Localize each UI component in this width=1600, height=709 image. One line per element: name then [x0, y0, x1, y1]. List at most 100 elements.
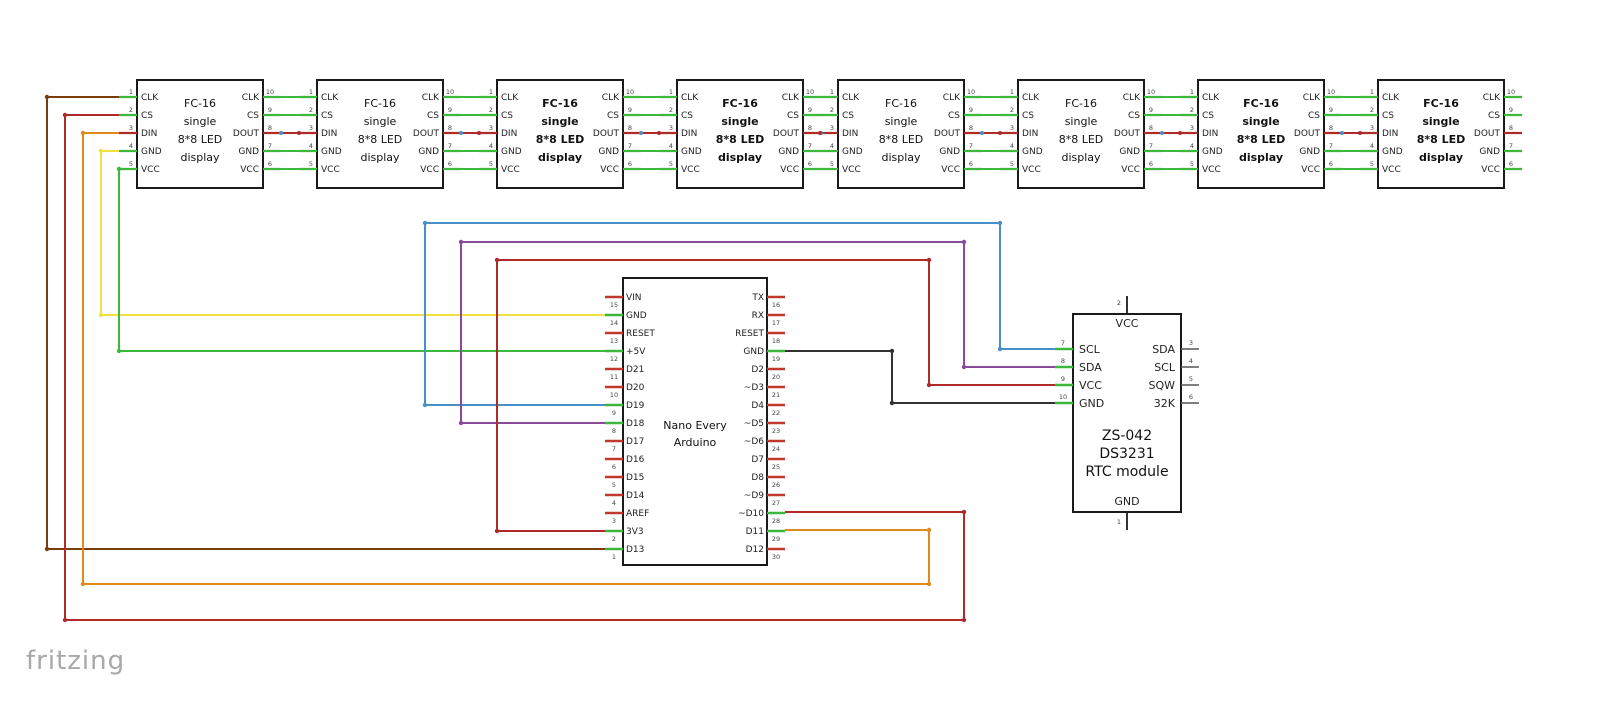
rtc-pin-number: 4 — [1189, 357, 1193, 365]
arduino-pin-label: D12 — [746, 545, 764, 555]
led-display-pin-label: DOUT — [413, 129, 440, 139]
din-marker-8 — [1358, 131, 1362, 135]
arduino-pin-number: 26 — [772, 481, 780, 489]
led-display-title-line: 8*8 LED — [879, 133, 924, 146]
arduino-pin-number: 14 — [610, 319, 618, 327]
led-display-pin-number: 4 — [129, 142, 133, 150]
led-display-pin-label: DIN — [1202, 129, 1218, 139]
led-display-pin-number: 10 — [806, 88, 814, 96]
wire-junction-4 — [98, 148, 104, 154]
wire-junction-9 — [961, 509, 967, 515]
led-display-pin-label: VCC — [501, 165, 520, 175]
led-display-title-line: display — [1419, 151, 1463, 164]
led-display-pin-label: GND — [842, 147, 863, 157]
led-display-pin-number: 4 — [489, 142, 493, 150]
led-display-body — [136, 79, 264, 189]
led-display-pin-label: VCC — [141, 165, 160, 175]
led-display-pin-label: CS — [501, 111, 513, 121]
wire-junction-3 — [80, 130, 86, 136]
led-display-title-line: single — [1242, 115, 1279, 128]
wire-cs-to-d10 — [64, 114, 965, 621]
led-display-pin-number: 6 — [808, 160, 812, 168]
led-display-pin-label: CS — [1382, 111, 1394, 121]
arduino-pin-label: RX — [752, 311, 764, 321]
dout-marker-7 — [1340, 131, 1344, 135]
led-display-pin-label: DOUT — [1474, 129, 1501, 139]
led-display-pin-label: CS — [141, 111, 153, 121]
led-display-pin-label: CLK — [782, 93, 800, 103]
arduino-pin-number: 2 — [612, 535, 616, 543]
led-display-pin-label: VCC — [1022, 165, 1041, 175]
led-display-pin-label: CS — [1128, 111, 1140, 121]
led-display-pin-label: GND — [1202, 147, 1223, 157]
led-display-pin-number: 7 — [969, 142, 973, 150]
arduino-pin-number: 6 — [612, 463, 616, 471]
led-display-pin-number: 6 — [448, 160, 452, 168]
arduino-pin-label: D8 — [751, 473, 764, 483]
led-display-pin-label: GND — [1022, 147, 1043, 157]
led-display-pin-number: 9 — [969, 106, 973, 114]
arduino-pin-number: 23 — [772, 427, 780, 435]
led-display-pin-label: GND — [778, 147, 799, 157]
led-display-pin-number: 7 — [448, 142, 452, 150]
led-display-pin-number: 9 — [1329, 106, 1333, 114]
led-display-pin-number: 1 — [309, 88, 313, 96]
led-display-title-line: FC-16 — [364, 97, 396, 110]
arduino-pin-label: GND — [626, 311, 647, 321]
arduino-body — [622, 277, 768, 566]
led-display-pin-number: 9 — [1149, 106, 1153, 114]
led-display-title-line: FC-16 — [1423, 97, 1459, 110]
arduino-pin-number: 22 — [772, 409, 780, 417]
led-display-pin-label: CLK — [141, 93, 159, 103]
led-display-pin-number: 6 — [969, 160, 973, 168]
led-display-pin-label: CS — [427, 111, 439, 121]
wire-junction-17 — [997, 220, 1003, 226]
led-display-pin-label: DOUT — [593, 129, 620, 139]
led-display-pin-label: CLK — [321, 93, 339, 103]
wire-junction-7 — [62, 617, 68, 623]
led-display-pin-label: CLK — [1202, 93, 1220, 103]
led-display-pin-label: CLK — [1022, 93, 1040, 103]
led-display-pin-label: VCC — [420, 165, 439, 175]
wire-junction-26 — [926, 382, 932, 388]
wire-junction-21 — [961, 239, 967, 245]
led-display-pin-label: CLK — [1483, 93, 1501, 103]
led-display-pin-number: 1 — [1010, 88, 1014, 96]
wire-3v3-to-vcc — [496, 259, 1055, 532]
led-display-pin-number: 9 — [268, 106, 272, 114]
led-display-title-line: 8*8 LED — [178, 133, 223, 146]
led-display-title-line: display — [360, 151, 400, 164]
led-display-pin-label: VCC — [1121, 165, 1140, 175]
arduino-pin-number: 16 — [772, 301, 780, 309]
led-display-pin-label: DOUT — [1114, 129, 1141, 139]
wire-junction-6 — [44, 546, 50, 552]
led-display-pin-label: GND — [681, 147, 702, 157]
rtc-top-pin-label: VCC — [1116, 317, 1139, 330]
wire-junction-27 — [889, 348, 895, 354]
led-display-pin-label: DOUT — [233, 129, 260, 139]
led-display-pin-number: 5 — [669, 160, 673, 168]
led-display-title-line: display — [180, 151, 220, 164]
arduino-pin-number: 4 — [612, 499, 616, 507]
led-display-pin-label: GND — [939, 147, 960, 157]
junctions — [44, 94, 1362, 623]
arduino-title-line: Nano Every — [663, 419, 727, 432]
arduino-pin-label: GND — [743, 347, 764, 357]
led-display-pin-number: 3 — [669, 124, 673, 132]
arduino-pin-label: D15 — [626, 473, 644, 483]
arduino-pin-label: D11 — [746, 527, 764, 537]
led-display-pin-number: 10 — [1327, 88, 1335, 96]
led-display-pin-number: 4 — [830, 142, 834, 150]
rtc-pin-label: SCL — [1154, 361, 1176, 374]
led-display-pin-label: DIN — [681, 129, 697, 139]
wire-junction-24 — [494, 257, 500, 263]
led-display-pin-label: VCC — [681, 165, 700, 175]
led-display-pin-number: 3 — [129, 124, 133, 132]
led-display-pin-number: 8 — [268, 124, 272, 132]
led-display-pin-number: 10 — [626, 88, 634, 96]
led-display-pin-number: 4 — [309, 142, 313, 150]
rtc-pin-number: 8 — [1061, 357, 1065, 365]
arduino-pin-label: D16 — [626, 455, 645, 465]
